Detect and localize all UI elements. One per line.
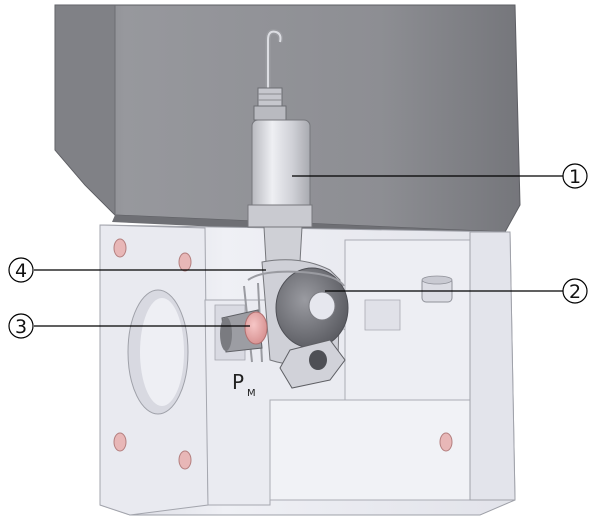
bolt-hole [439,432,453,452]
callout-2: 2 [562,278,588,304]
callout-4-label: 4 [15,260,27,282]
port-cap-pink [244,311,268,345]
bolt-hole [113,238,127,258]
callout-4: 4 [8,257,34,283]
bolt-hole [178,252,192,272]
flange-body [99,224,516,516]
valve-cylinder [243,259,349,389]
bolt-hole [178,450,192,470]
callout-2-label: 2 [569,281,581,303]
port-label: P M [232,370,256,399]
port-label-sub: M [247,388,256,399]
bolt-hole [113,432,127,452]
callout-1: 1 [562,163,588,189]
callout-lines [34,175,563,327]
callout-1-label: 1 [569,166,581,188]
pressure-sensor [247,29,313,263]
callout-3: 3 [8,313,34,339]
valve-cap [308,291,336,321]
callout-3-label: 3 [15,316,27,338]
port-label-main: P [232,370,244,394]
